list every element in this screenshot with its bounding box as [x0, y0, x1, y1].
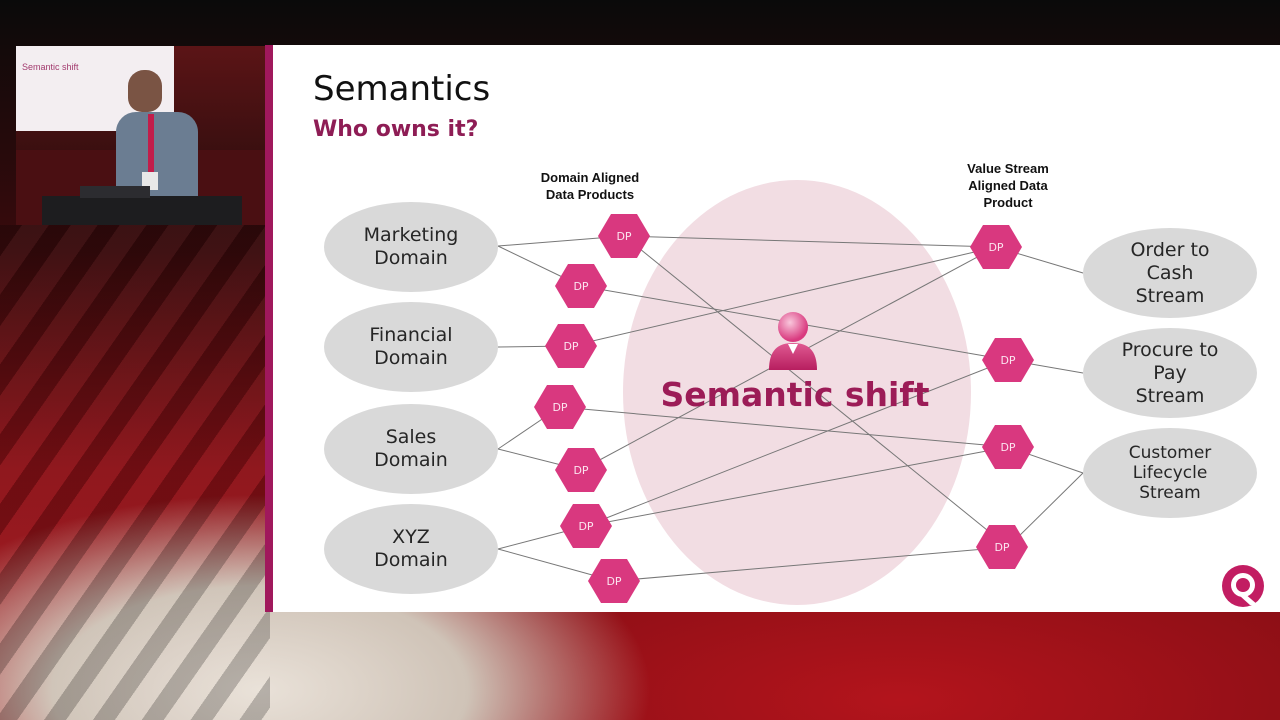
dp-label: DP — [988, 240, 1004, 254]
dp-label: DP — [563, 339, 579, 353]
speaker-head — [128, 70, 162, 112]
stage-floor-pattern — [0, 225, 270, 720]
slide-accent-bar — [265, 45, 273, 612]
semantic-shift-label: Semantic shift — [660, 375, 930, 414]
financial-domain: Financial Domain — [324, 302, 498, 392]
order-to-cash-stream-label: Order to Cash Stream — [1130, 238, 1210, 307]
dp-hexagon: DP — [598, 214, 650, 258]
customer-lifecycle-stream: Customer Lifecycle Stream — [1083, 428, 1257, 518]
dp-hexagon: DP — [976, 525, 1028, 569]
dp-label: DP — [573, 279, 589, 293]
financial-domain-label: Financial Domain — [369, 324, 453, 369]
edge — [585, 359, 1009, 527]
edge — [570, 246, 997, 347]
video-screen-text: Semantic shift — [22, 62, 79, 72]
speaker-video: Semantic shift — [16, 46, 265, 225]
marketing-domain: Marketing Domain — [324, 202, 498, 292]
lectern — [42, 196, 242, 225]
customer-lifecycle-stream-label: Customer Lifecycle Stream — [1128, 443, 1212, 503]
value-stream-heading-text: Value Stream Aligned Data Product — [967, 161, 1049, 210]
domain-aligned-heading: Domain Aligned Data Products — [525, 169, 655, 203]
edge — [613, 546, 1009, 582]
dp-hexagon: DP — [560, 504, 612, 548]
procure-to-pay-stream: Procure to Pay Stream — [1083, 328, 1257, 418]
brand-logo-icon — [1222, 565, 1264, 607]
dp-label: DP — [606, 574, 622, 588]
slide-title: Semantics — [313, 69, 491, 109]
semantic-shift-zone — [623, 180, 971, 605]
dp-label: DP — [578, 519, 594, 533]
edge — [623, 235, 997, 248]
value-stream-heading: Value Stream Aligned Data Product — [943, 160, 1073, 211]
presentation-slide: Semantics Who owns it? Domain Aligned Da… — [265, 45, 1280, 612]
dp-label: DP — [552, 400, 568, 414]
edge — [585, 446, 1009, 527]
dp-label: DP — [573, 463, 589, 477]
order-to-cash-stream: Order to Cash Stream — [1083, 228, 1257, 318]
speaker-badge — [142, 172, 158, 190]
dp-label: DP — [616, 229, 632, 243]
domain-aligned-heading-text: Domain Aligned Data Products — [540, 170, 640, 202]
edge — [623, 235, 1009, 548]
sales-domain: Sales Domain — [324, 404, 498, 494]
edge — [559, 406, 1009, 448]
dp-label: DP — [994, 540, 1010, 554]
slide-subtitle: Who owns it? — [313, 117, 479, 142]
speaker-lanyard — [148, 114, 154, 174]
xyz-domain: XYZ Domain — [324, 504, 498, 594]
laptop — [80, 186, 150, 198]
xyz-domain-label: XYZ Domain — [374, 526, 448, 571]
person-icon — [769, 312, 817, 370]
dp-hexagon: DP — [555, 264, 607, 308]
connector-lines — [497, 235, 1084, 582]
dp-hexagon: DP — [555, 448, 607, 492]
procure-to-pay-stream-label: Procure to Pay Stream — [1121, 338, 1219, 407]
dp-label: DP — [1000, 353, 1016, 367]
dp-hexagon: DP — [545, 324, 597, 368]
marketing-domain-label: Marketing Domain — [363, 224, 459, 269]
dp-hexagon: DP — [970, 225, 1022, 269]
sales-domain-label: Sales Domain — [374, 426, 448, 471]
dp-hexagon: DP — [534, 385, 586, 429]
dp-hexagon: DP — [588, 559, 640, 603]
dp-label: DP — [1000, 440, 1016, 454]
